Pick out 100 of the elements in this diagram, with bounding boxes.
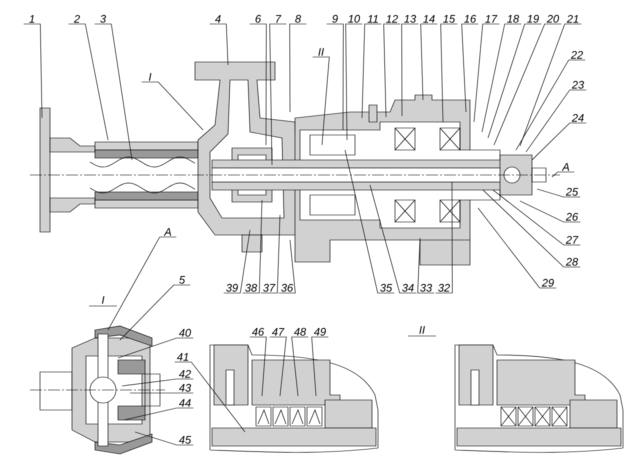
- leader-line: [532, 122, 587, 160]
- callout-label: 40: [178, 328, 192, 337]
- leader-line: [269, 24, 287, 166]
- callout-label: 25: [566, 188, 578, 196]
- leader-line: [278, 240, 296, 294]
- callout-label: 35: [380, 284, 392, 292]
- callout-label: 6: [256, 14, 262, 23]
- callout-label: 33: [420, 284, 432, 292]
- leader-line: [520, 200, 581, 222]
- leader-line: [120, 284, 191, 340]
- leader-line: [383, 24, 401, 118]
- leader-line: [311, 336, 329, 396]
- leader-line: [291, 336, 309, 396]
- leader-line: [344, 150, 395, 294]
- leader-line: [417, 238, 435, 294]
- callout-label: 42: [178, 370, 191, 378]
- leader-line: [536, 188, 581, 198]
- callout-label: A: [164, 228, 172, 236]
- leader-line: [461, 24, 479, 112]
- leader-line: [440, 24, 458, 122]
- leader-line: [370, 184, 417, 294]
- callout-label: II: [318, 48, 324, 56]
- leader-line: [68, 24, 108, 140]
- callout-label: 24: [572, 114, 584, 122]
- callout-label: 17: [485, 15, 498, 23]
- leader-line: [23, 24, 42, 118]
- callout-label: 36: [281, 284, 294, 292]
- callout-label: 18: [507, 14, 520, 23]
- callout-label: 19: [527, 14, 539, 23]
- view-heading: I: [88, 296, 118, 306]
- callout-label: 3: [100, 14, 106, 23]
- callout-label: 38: [245, 284, 258, 292]
- callout-label: 41: [176, 353, 188, 361]
- view-heading: II: [408, 326, 436, 336]
- leader-line: [474, 24, 500, 122]
- leader-line: [249, 336, 267, 396]
- callout-label: 28: [566, 258, 578, 266]
- callout-label: 21: [566, 15, 578, 23]
- leader-line: [249, 24, 267, 146]
- leader-line: [492, 190, 581, 246]
- leader-line: [312, 56, 330, 146]
- leader-line: [494, 24, 562, 146]
- leader-line: [345, 24, 363, 140]
- leader-line: [362, 24, 382, 118]
- callout-label: 39: [226, 284, 238, 292]
- leader-line: [478, 208, 557, 288]
- callout-label: 10: [348, 14, 360, 23]
- leader-line: [482, 24, 522, 132]
- callout-label: 44: [178, 399, 191, 407]
- callout-label: 22: [570, 51, 583, 59]
- leader-line: [108, 236, 177, 330]
- leader-line: [520, 24, 582, 146]
- leader-line: [435, 182, 453, 294]
- leader-line: [552, 172, 575, 178]
- callout-label: 47: [272, 328, 284, 336]
- callout-label: 20: [546, 14, 560, 23]
- callout-label: 37: [263, 284, 276, 292]
- callout-label: 23: [572, 80, 584, 89]
- callout-label: 43: [178, 384, 192, 392]
- callout-label: 15: [443, 15, 456, 23]
- callout-label: 29: [542, 278, 554, 287]
- callout-label: 27: [566, 236, 578, 244]
- callout-label: 4: [215, 15, 221, 23]
- leader-line: [118, 338, 194, 358]
- callout-label: 12: [386, 15, 398, 23]
- callout-label: 32: [438, 284, 450, 292]
- leader-line: [260, 214, 280, 294]
- callout-label: 11: [368, 15, 378, 23]
- leader-line: [130, 392, 194, 394]
- leader-line: [516, 60, 586, 150]
- leader-line: [242, 200, 262, 294]
- leader-line: [122, 378, 194, 386]
- leader-line: [526, 90, 587, 152]
- leader-line: [482, 190, 581, 268]
- callout-label: A: [562, 163, 570, 171]
- callout-label: 1: [29, 15, 34, 23]
- callout-label: 14: [423, 15, 435, 23]
- callout-label: 45: [178, 436, 192, 444]
- callout-label: 48: [294, 328, 306, 336]
- leader-line: [289, 24, 307, 112]
- leader-line: [94, 24, 132, 160]
- callout-label: 5: [179, 276, 186, 284]
- leader-line: [420, 24, 438, 100]
- callout-label: 34: [402, 284, 414, 292]
- leader-line: [209, 24, 228, 66]
- callout-label: 8: [295, 14, 301, 23]
- leader-line: [326, 24, 344, 130]
- callout-label: 16: [464, 14, 476, 23]
- callout-label: 13: [404, 14, 416, 23]
- leader-line: [141, 82, 204, 130]
- callout-label: 7: [276, 15, 282, 23]
- leader-line: [134, 432, 194, 446]
- callout-label: 2: [74, 15, 80, 23]
- leader-line: [401, 24, 419, 116]
- callout-label: 49: [314, 328, 326, 336]
- leader-line: [223, 230, 250, 294]
- callout-label: 9: [332, 14, 338, 23]
- leader-line: [124, 408, 194, 420]
- callout-label: I: [148, 73, 152, 81]
- leader-line: [174, 362, 246, 432]
